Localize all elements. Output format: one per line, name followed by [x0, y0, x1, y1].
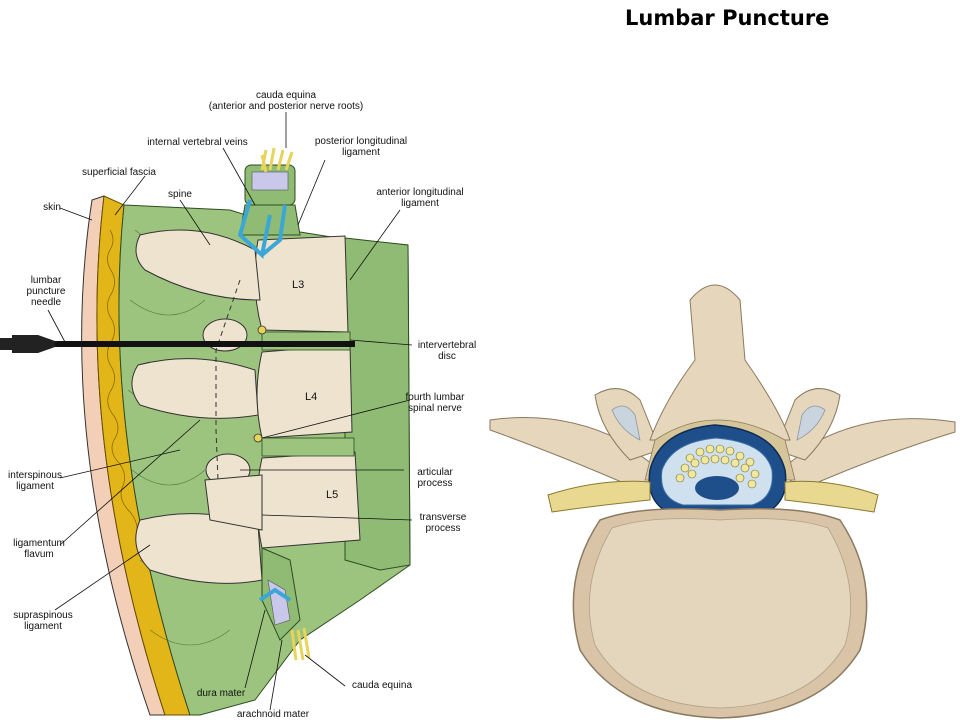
- label-anterior-longitudinal-ligament: anterior longitudinal ligament: [376, 187, 464, 209]
- spinous-process-l4: [131, 358, 259, 419]
- spinal-nerve-right: [784, 480, 879, 513]
- label-supraspinous-ligament: supraspinous ligament: [13, 610, 73, 632]
- label-transverse-process: transverse process: [419, 512, 467, 534]
- label-arachnoid-mater: arachnoid mater: [236, 709, 310, 720]
- label-ligamentum-flavum: ligamentum flavum: [13, 538, 65, 560]
- label-internal-vertebral-veins: internal vertebral veins: [147, 137, 248, 148]
- spinal-nerve-left: [547, 480, 651, 513]
- vertebra-label-l3: L3: [292, 279, 305, 291]
- label-intervertebral-disc: intervertebral disc: [417, 340, 477, 362]
- label-articular-process: articular process: [417, 467, 453, 489]
- label-lumbar-puncture-needle: lumbar puncture needle: [26, 275, 66, 308]
- label-skin: skin: [43, 202, 61, 213]
- spinous-process-axial: [649, 284, 791, 441]
- label-cauda-equina-top: cauda equina (anterior and posterior ner…: [208, 90, 364, 112]
- slide-title: Lumbar Puncture: [625, 6, 830, 30]
- lumbar-puncture-needle: [0, 335, 355, 353]
- label-spine: spine: [168, 189, 192, 200]
- label-dura-mater: dura mater: [196, 688, 246, 699]
- spinous-process-l3: [135, 229, 261, 301]
- spinous-process-l5: [135, 513, 263, 584]
- label-cauda-equina-bottom: cauda equina: [351, 680, 413, 691]
- internal-vertebral-vein: [237, 199, 287, 259]
- label-posterior-longitudinal-ligament: posterior longitudinal ligament: [314, 136, 408, 158]
- label-superficial-fascia: superficial fascia: [82, 167, 156, 178]
- vertebra-label-l5: L5: [326, 489, 339, 501]
- label-interspinous-ligament: interspinous ligament: [8, 470, 62, 492]
- vertebra-label-l4: L4: [305, 391, 318, 403]
- label-fourth-lumbar-spinal-nerve: fourth lumbar spinal nerve: [405, 392, 465, 414]
